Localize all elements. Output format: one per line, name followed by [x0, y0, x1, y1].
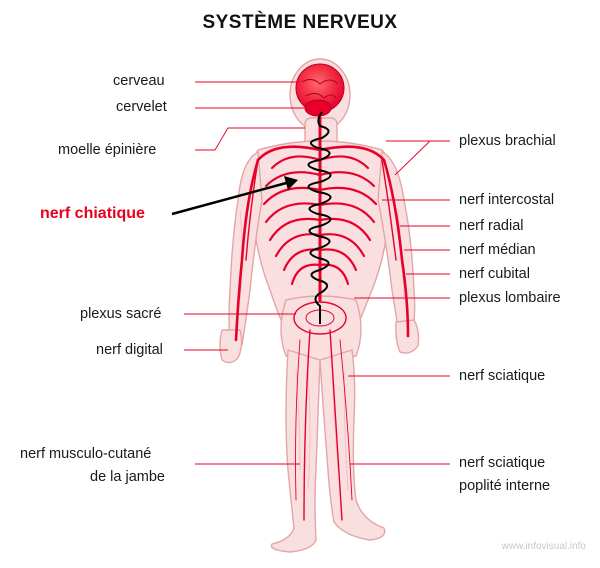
chiatique-arrow: [171, 176, 298, 216]
label-nerf-sciatique-poplite: nerf sciatique: [459, 455, 546, 471]
label-plexus-sacre: plexus sacré: [80, 306, 162, 322]
label-nerf-digital: nerf digital: [96, 342, 163, 358]
label-nerf-chiatique: nerf chiatique: [40, 205, 145, 222]
label-plexus-lombaire: plexus lombaire: [459, 290, 561, 306]
label-moelle-epiniere: moelle épinière: [58, 142, 157, 158]
label-nerf-musculo-cutane: nerf musculo-cutané: [20, 446, 152, 462]
label-cervelet: cervelet: [116, 99, 167, 115]
label-de-la-jambe: de la jambe: [90, 469, 165, 485]
label-nerf-median: nerf médian: [459, 242, 536, 258]
watermark: www.infovisual.info: [501, 541, 586, 552]
label-nerf-sciatique: nerf sciatique: [459, 368, 546, 384]
brain: [295, 63, 345, 117]
label-nerf-radial: nerf radial: [459, 218, 524, 234]
label-cerveau: cerveau: [113, 73, 165, 89]
label-nerf-cubital: nerf cubital: [459, 266, 530, 282]
leader-lines: [184, 81, 450, 465]
label-nerf-intercostal: nerf intercostal: [459, 192, 555, 208]
chiatique-squiggle: [307, 111, 332, 324]
label-plexus-brachial: plexus brachial: [459, 133, 556, 149]
label-poplite-interne: poplité interne: [459, 478, 551, 494]
diagram-title: SYSTÈME NERVEUX: [202, 12, 398, 33]
